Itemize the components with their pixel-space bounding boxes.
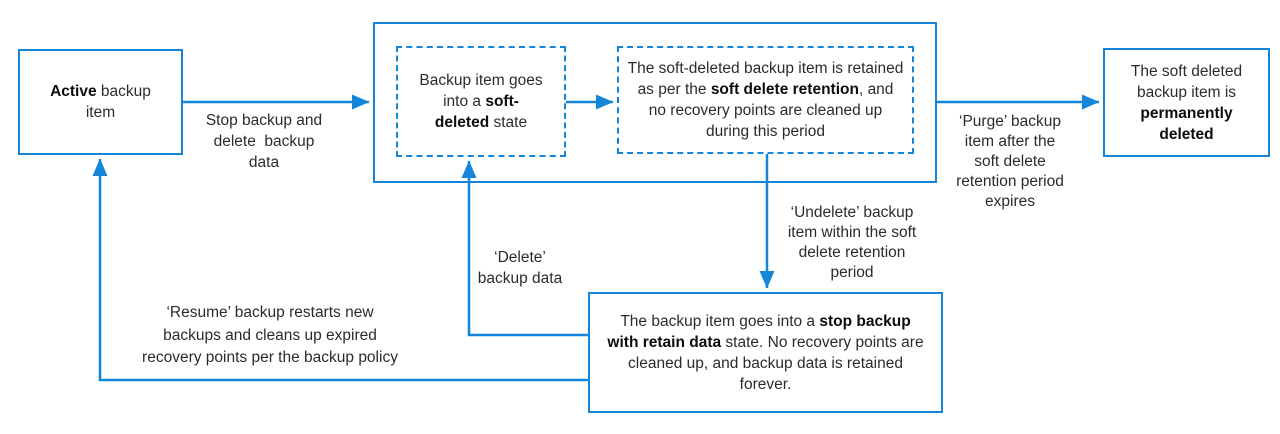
node-active-backup-item-text: Active backup item	[50, 83, 151, 121]
edge-label-stop-backup: Stop backup and delete backup data	[205, 112, 323, 171]
soft-delete-container	[373, 22, 937, 183]
node-retained-soft-delete-retention-text: The soft-deleted backup item is retained…	[627, 60, 904, 140]
node-permanently-deleted: The soft deleted backup item is permanen…	[1103, 48, 1270, 157]
node-soft-deleted-state-text: Backup item goes into a soft-deleted sta…	[419, 72, 543, 131]
node-stop-backup-retain-data-text: The backup item goes into a stop backup …	[607, 312, 924, 393]
node-stop-backup-retain-data: The backup item goes into a stop backup …	[588, 292, 943, 413]
edge-label-purge: ‘Purge’ backup item after the soft delet…	[956, 113, 1064, 210]
edge-label-delete: ‘Delete’ backup data	[477, 249, 563, 287]
edge-label-resume: ‘Resume’ backup restarts new backups and…	[142, 304, 398, 366]
node-soft-deleted-state: Backup item goes into a soft-deleted sta…	[396, 46, 566, 157]
node-active-backup-item: Active backup item	[18, 49, 183, 155]
node-permanently-deleted-text: The soft deleted backup item is permanen…	[1130, 62, 1243, 143]
edge-label-undelete: ‘Undelete’ backup item within the soft d…	[787, 204, 917, 281]
arrow-delete	[461, 160, 588, 337]
node-retained-soft-delete-retention: The soft-deleted backup item is retained…	[617, 46, 914, 154]
arrow-resume	[92, 158, 588, 382]
